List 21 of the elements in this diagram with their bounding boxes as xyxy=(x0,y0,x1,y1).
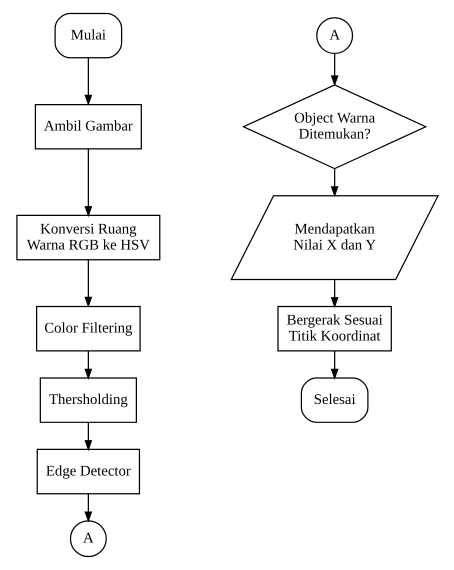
arrow xyxy=(330,280,338,308)
arrow xyxy=(330,351,338,380)
arrow xyxy=(330,168,338,198)
node-circle: A xyxy=(316,17,353,54)
arrow xyxy=(84,260,92,308)
node-box: Thersholding xyxy=(39,377,136,423)
arrow xyxy=(84,351,92,380)
arrow xyxy=(84,494,92,523)
node-box: Edge Detector xyxy=(36,448,140,494)
node-box: Mulai xyxy=(54,12,122,58)
node-box: Selesai xyxy=(300,377,368,423)
arrow xyxy=(84,149,92,218)
arrow xyxy=(84,422,92,452)
node-circle: A xyxy=(69,520,106,558)
node-box: Color Filtering xyxy=(36,306,140,352)
node-box: Ambil Gambar xyxy=(34,104,142,150)
arrow xyxy=(330,54,338,86)
node-box: Bergerak Sesuai Titik Koordinat xyxy=(276,306,392,352)
node-box: Konversi Ruang Warna RGB ke HSV xyxy=(16,214,160,260)
node-diamond: Object Warna Ditemukan? xyxy=(242,84,427,170)
arrow xyxy=(84,58,92,106)
